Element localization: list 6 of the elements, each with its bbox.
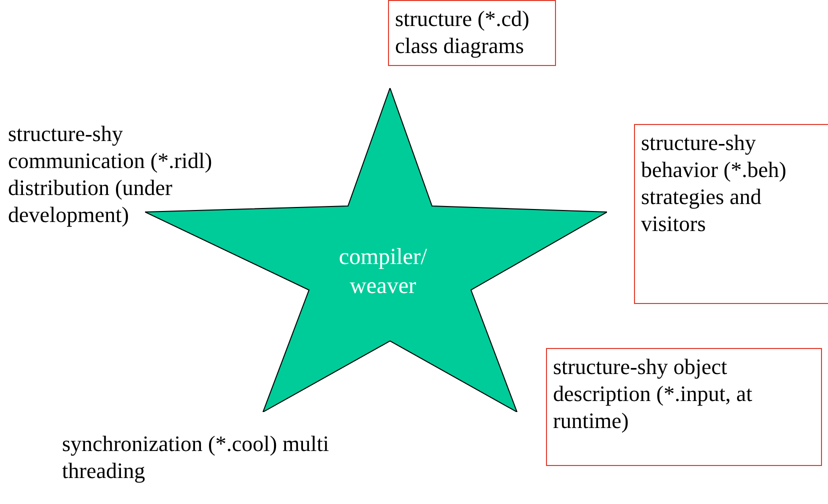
text-box: structure-shy object description (*.input, at runtime) <box>546 348 822 466</box>
text-box: structure (*.cd) class diagrams <box>388 0 556 66</box>
star-label: compiler/ weaver <box>338 243 428 300</box>
text-label: structure-shy communication (*.ridl) distribution (under development) <box>8 120 214 228</box>
text-box: structure-shy behavior (*.beh) strategies and visitors <box>634 124 828 304</box>
text-label: synchronization (*.cool) multi threading <box>62 430 330 484</box>
